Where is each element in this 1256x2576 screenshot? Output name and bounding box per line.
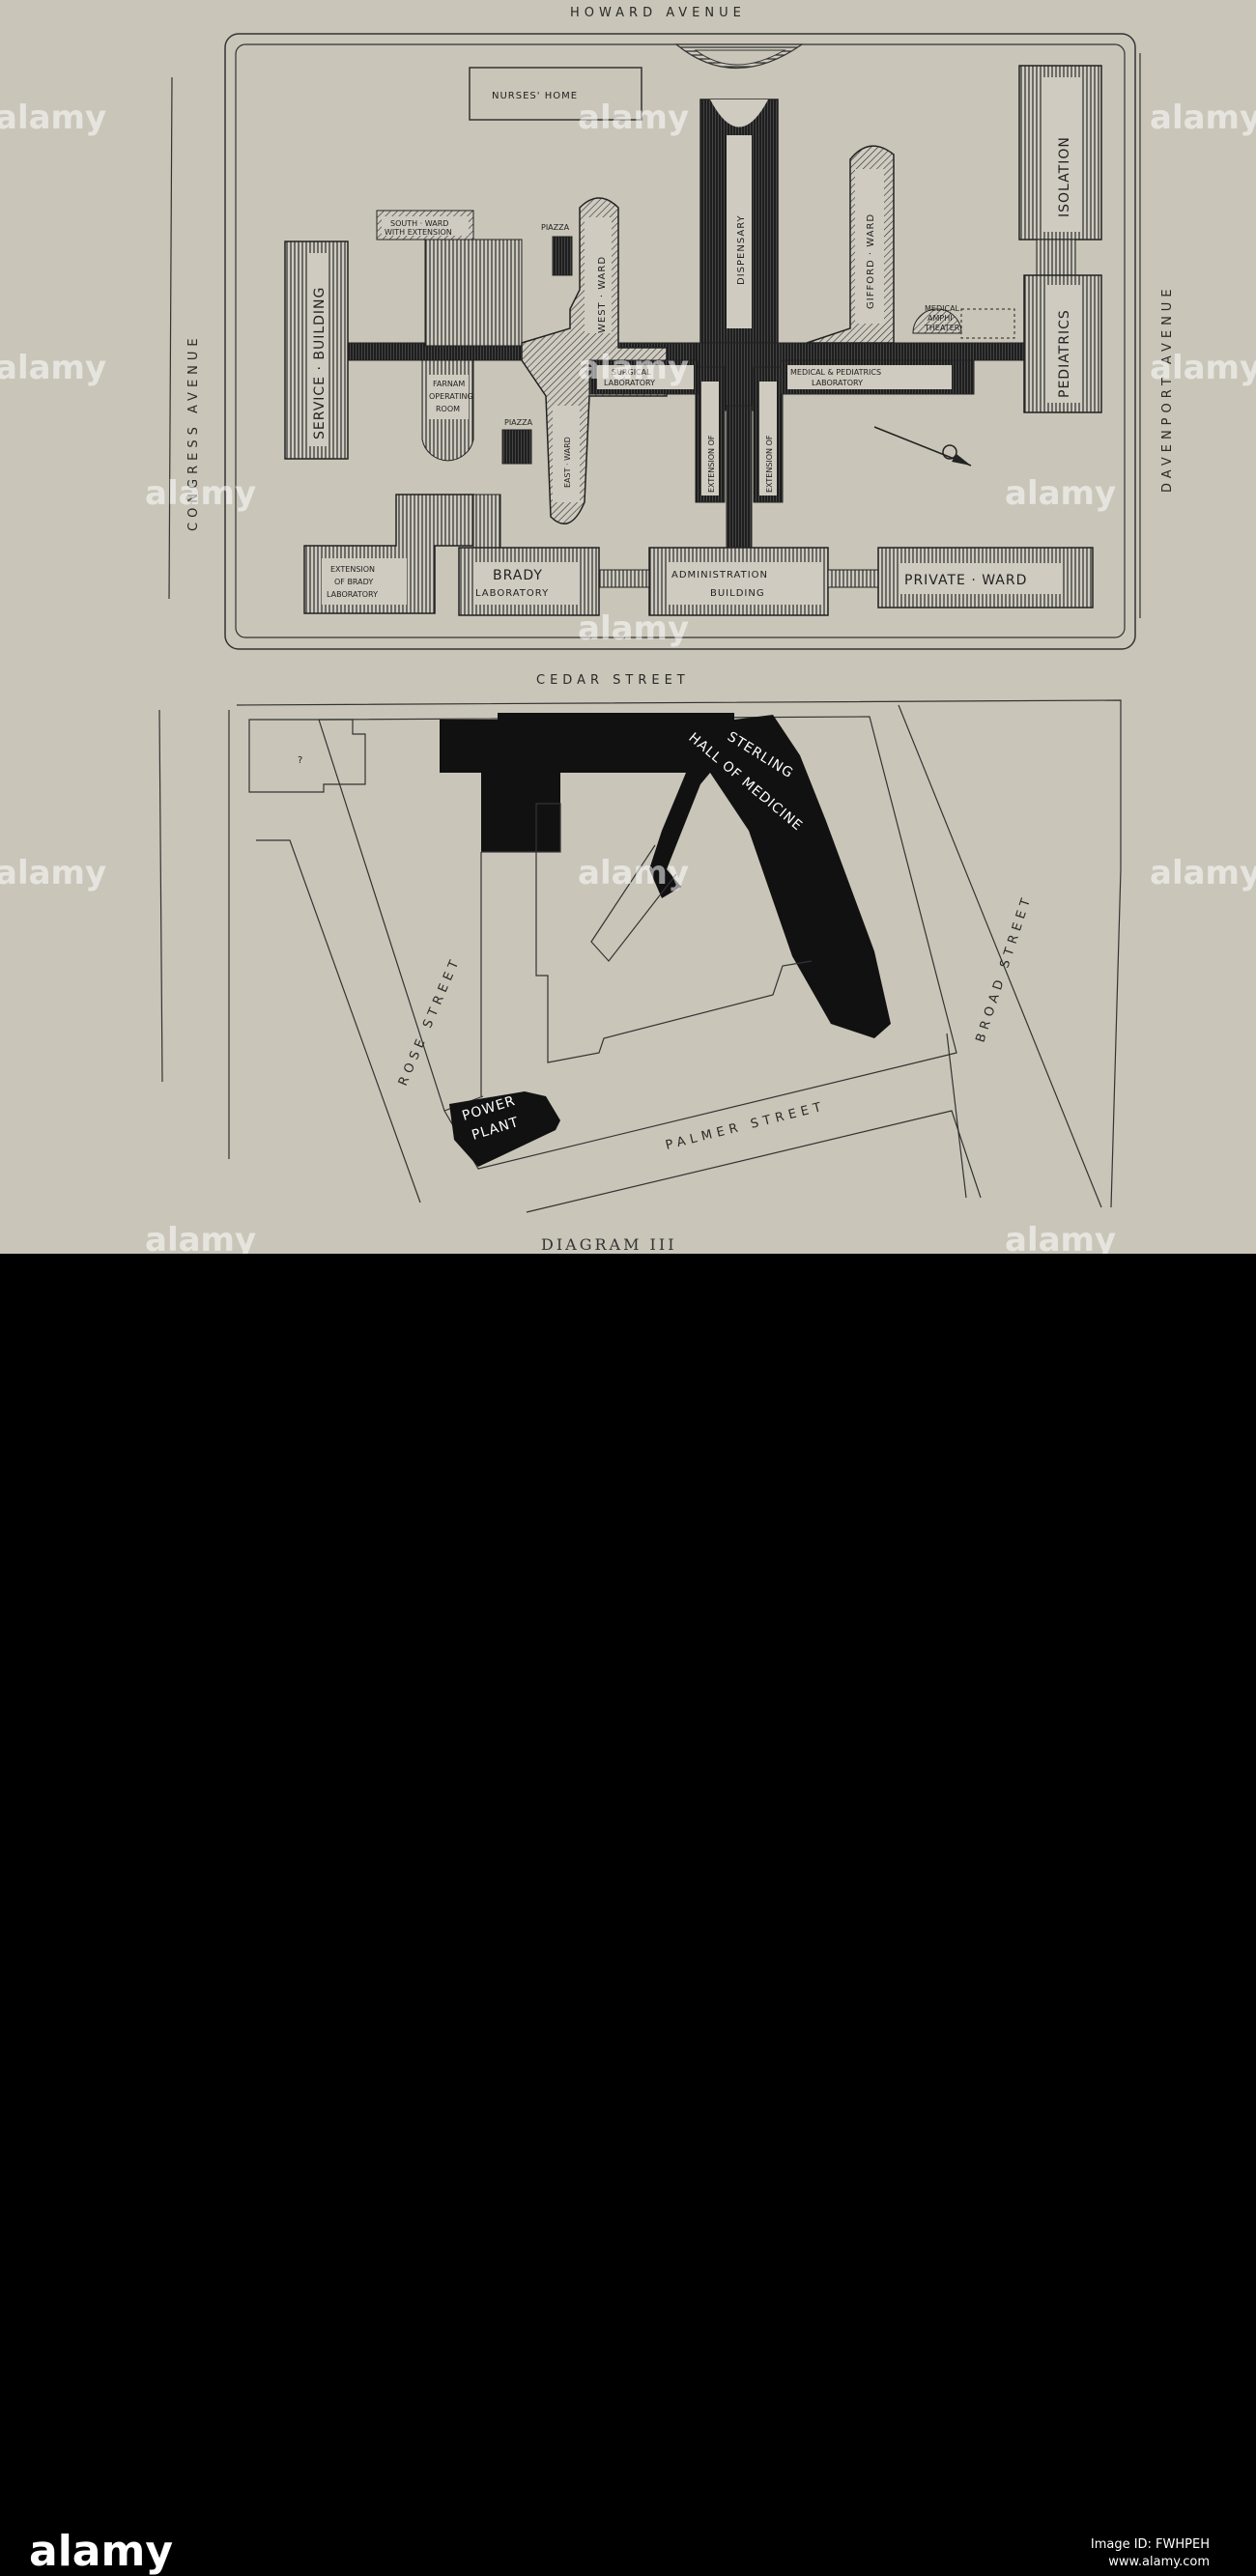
svg-text:alamy: alamy: [1005, 474, 1116, 513]
label-medical-pediatrics: MEDICAL & PEDIATRICS: [790, 368, 881, 377]
street-congress-avenue: CONGRESS AVENUE: [186, 333, 201, 531]
label-farnam-operating: OPERATING: [429, 392, 473, 401]
label-extension-of-surgical: EXTENSION OF: [707, 435, 716, 493]
svg-text:alamy: alamy: [1150, 854, 1256, 892]
label-amphi: AMPHI: [928, 314, 953, 323]
corridor-to-admin: [726, 405, 753, 552]
street-howard-avenue: HOWARD AVENUE: [570, 6, 746, 20]
label-isolation: ISOLATION: [1057, 136, 1072, 217]
svg-text:alamy: alamy: [0, 854, 106, 892]
label-piazza-east: PIAZZA: [504, 418, 533, 427]
svg-text:alamy: alamy: [0, 349, 106, 387]
label-gifford-ward: GIFFORD · WARD: [866, 213, 876, 309]
site-plan: HOWARD AVENUE CONGRESS AVENUE DAVENPORT …: [0, 6, 1256, 1254]
label-south-ward: SOUTH · WARD: [390, 219, 448, 228]
svg-text:alamy: alamy: [1150, 349, 1256, 387]
label-dispensary: DISPENSARY: [736, 214, 747, 285]
label-ext-brady-1: EXTENSION: [330, 565, 375, 574]
label-administration-building: BUILDING: [710, 588, 765, 599]
nurses-home: [469, 67, 642, 121]
svg-text:alamy: alamy: [578, 854, 689, 892]
watermark: alamy alamy alamy alamy alamy alamy alam…: [0, 99, 1256, 1254]
label-piazza-west: PIAZZA: [541, 223, 570, 232]
label-administration: ADMINISTRATION: [671, 570, 768, 580]
label-private-ward: PRIVATE · WARD: [904, 573, 1027, 588]
label-surgical: SURGICAL: [612, 368, 651, 377]
svg-text:alamy: alamy: [578, 99, 689, 137]
diagram-caption: DIAGRAM III: [541, 1235, 677, 1254]
piazza-west: [552, 236, 573, 276]
label-amphi-medical: MEDICAL: [925, 304, 960, 313]
label-farnam-room: ROOM: [436, 405, 460, 413]
svg-text:alamy: alamy: [1005, 1221, 1116, 1254]
medical-amphitheater: [912, 308, 962, 334]
svg-text:alamy: alamy: [1150, 99, 1256, 137]
piazza-east: [501, 429, 532, 465]
label-south-ward-extension: WITH EXTENSION: [385, 228, 452, 237]
svg-text:alamy: alamy: [578, 349, 689, 387]
alamy-logo: alamy: [29, 2527, 173, 2576]
entrance-drive-inner: [694, 49, 786, 66]
label-farnam: FARNAM: [433, 380, 465, 388]
compass-arrow-icon: [873, 426, 972, 467]
label-service-building: SERVICE · BUILDING: [312, 287, 328, 439]
label-west-ward: WEST · WARD: [597, 256, 608, 333]
site-url[interactable]: www.alamy.com: [1108, 2555, 1210, 2569]
power-plant: [449, 1091, 560, 1167]
label-amphi-theater: THEATER: [924, 324, 960, 332]
label-medical-laboratory: LABORATORY: [812, 379, 863, 387]
sterling-hall-of-medicine: [440, 713, 891, 1038]
label-unknown-building: ?: [298, 755, 303, 766]
street-davenport-avenue: DAVENPORT AVENUE: [1160, 284, 1175, 493]
svg-text:alamy: alamy: [145, 474, 256, 513]
map-scan: HOWARD AVENUE CONGRESS AVENUE DAVENPORT …: [0, 0, 1256, 1254]
street-cedar-street: CEDAR STREET: [536, 673, 690, 688]
label-pediatrics: PEDIATRICS: [1057, 309, 1072, 398]
label-surgical-laboratory: LABORATORY: [604, 379, 655, 387]
label-east-ward: EAST · WARD: [563, 437, 572, 488]
label-brady: BRADY: [493, 568, 543, 583]
label-brady-laboratory: LABORATORY: [475, 588, 549, 599]
svg-text:alamy: alamy: [578, 609, 689, 648]
south-ward-extension: [424, 239, 523, 347]
svg-text:alamy: alamy: [0, 99, 106, 137]
label-extension-of-medical: EXTENSION OF: [765, 435, 774, 493]
label-ext-brady-3: LABORATORY: [327, 590, 378, 599]
hospital-block-outline: [224, 33, 1136, 650]
label-nurses-home: NURSES' HOME: [492, 91, 578, 101]
svg-text:alamy: alamy: [145, 1221, 256, 1254]
image-id: Image ID: FWHPEH: [1090, 2537, 1210, 2552]
street-palmer-street: PALMER STREET: [664, 1099, 827, 1153]
footer-bar: alamy Image ID: FWHPEH www.alamy.com: [0, 1254, 1256, 2576]
street-rose-street: ROSE STREET: [396, 954, 464, 1089]
unknown-building: [248, 719, 366, 793]
footer-info: Image ID: FWHPEH www.alamy.com: [1091, 2536, 1210, 2571]
label-ext-brady-2: OF BRADY: [334, 578, 373, 586]
